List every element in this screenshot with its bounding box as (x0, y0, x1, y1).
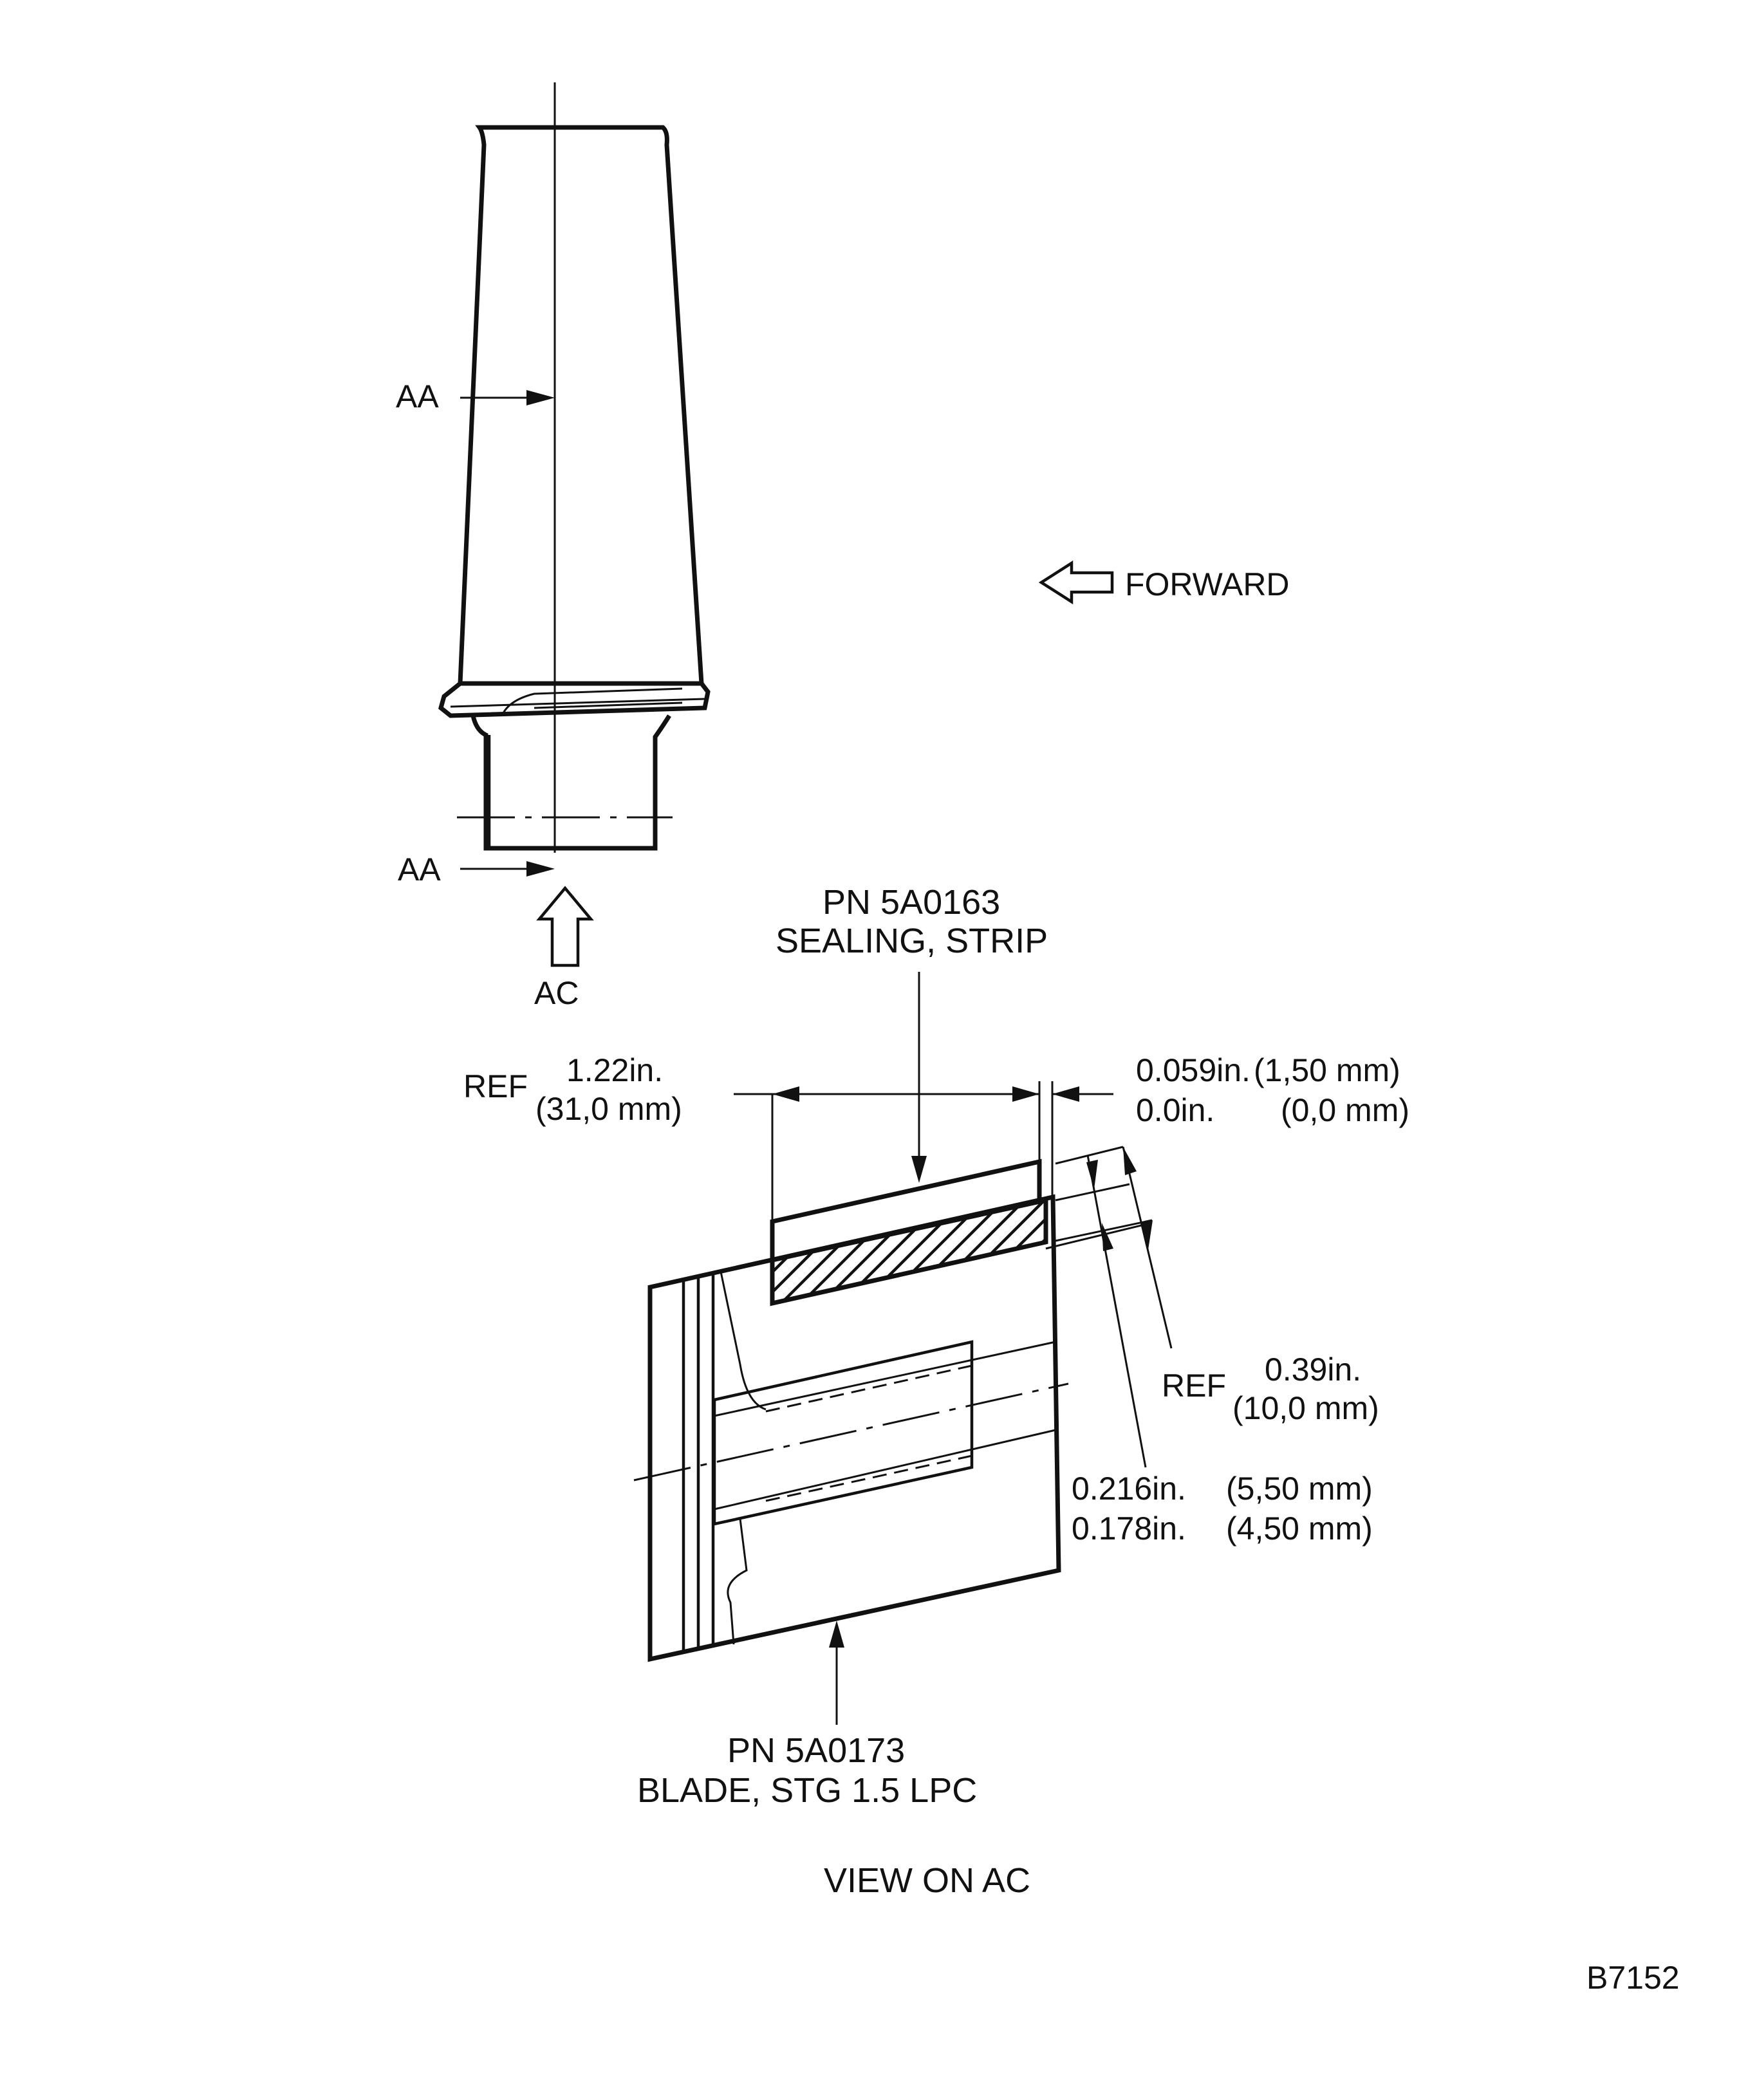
platform-groove (534, 702, 683, 709)
view-ac-label: AC (534, 975, 579, 1011)
height-ref-label: REF (1162, 1368, 1226, 1404)
sealing-strip-part-number: PN 5A0163 (823, 883, 1000, 922)
blade-callout: PN 5A0173 BLADE, STG 1.5 LPC (637, 1621, 977, 1810)
height-ref-mm: (10,0 mm) (1232, 1390, 1379, 1426)
hidden-line-1 (765, 1364, 972, 1413)
dim-offset: 0.059in. (1,50 mm) 0.0in. (0,0 mm) (1136, 1052, 1409, 1128)
view-ac-arrow: AC (534, 886, 594, 1011)
blade-part-number: PN 5A0173 (727, 1731, 905, 1770)
platform-edge (450, 698, 705, 708)
width-ref-label: REF (463, 1068, 528, 1104)
sealing-strip-callout: PN 5A0163 SEALING, STRIP (776, 883, 1048, 1183)
arrow-head (911, 1156, 927, 1183)
hollow-left-arrow-icon (1038, 560, 1114, 605)
figure-id: B7152 (1586, 1960, 1680, 1996)
blade-side-view (438, 82, 711, 853)
depth-min-mm: (4,50 mm) (1226, 1510, 1373, 1547)
height-ref-inches: 0.39in. (1265, 1352, 1361, 1388)
arrow-head (829, 1621, 844, 1648)
width-ref-inches: 1.22in. (566, 1052, 663, 1088)
offset-max-inches: 0.059in. (1136, 1052, 1250, 1088)
sealing-strip-description: SEALING, STRIP (776, 922, 1048, 960)
offset-min-mm: (0,0 mm) (1281, 1092, 1409, 1128)
offset-min-inches: 0.0in. (1136, 1092, 1214, 1128)
section-aa-top-label: AA (396, 378, 439, 414)
arrow-head (526, 390, 555, 405)
sealing-strip-hatched (770, 1197, 1048, 1306)
blade-profile-lower (727, 1518, 748, 1645)
depth-min-inches: 0.178in. (1072, 1510, 1186, 1547)
depth-max-inches: 0.216in. (1072, 1471, 1186, 1507)
offset-max-mm: (1,50 mm) (1254, 1052, 1400, 1088)
forward-indicator: FORWARD (1038, 560, 1290, 605)
hollow-up-arrow-icon (536, 886, 594, 967)
platform-fillet (501, 687, 683, 716)
dim-height: REF 0.39in. (10,0 mm) 0.216in. (5,50 mm)… (1045, 1146, 1379, 1547)
section-aa-bottom: AA (398, 851, 555, 887)
width-ref-mm: (31,0 mm) (535, 1091, 682, 1127)
arrow-head (526, 861, 555, 877)
depth-max-mm: (5,50 mm) (1226, 1471, 1373, 1507)
sealing-strip (770, 1158, 1048, 1306)
platform-outline (438, 682, 711, 718)
root-outline (470, 714, 671, 851)
slot-line-1 (714, 1341, 1056, 1417)
dim-width-ref: REF 1.22in. (31,0 mm) (463, 1052, 1113, 1220)
section-centerline (633, 1382, 1069, 1482)
section-aa-bottom-label: AA (398, 851, 441, 887)
blade-section-view (633, 1194, 1069, 1662)
hidden-line-2 (765, 1454, 972, 1502)
blade-description: BLADE, STG 1.5 LPC (637, 1771, 977, 1810)
section-aa-top: AA (396, 378, 555, 414)
airfoil-outline (458, 125, 704, 686)
view-title: VIEW ON AC (824, 1861, 1030, 1900)
slot-block (712, 1340, 974, 1526)
slot-line-2 (714, 1429, 1056, 1510)
forward-label: FORWARD (1125, 566, 1290, 602)
